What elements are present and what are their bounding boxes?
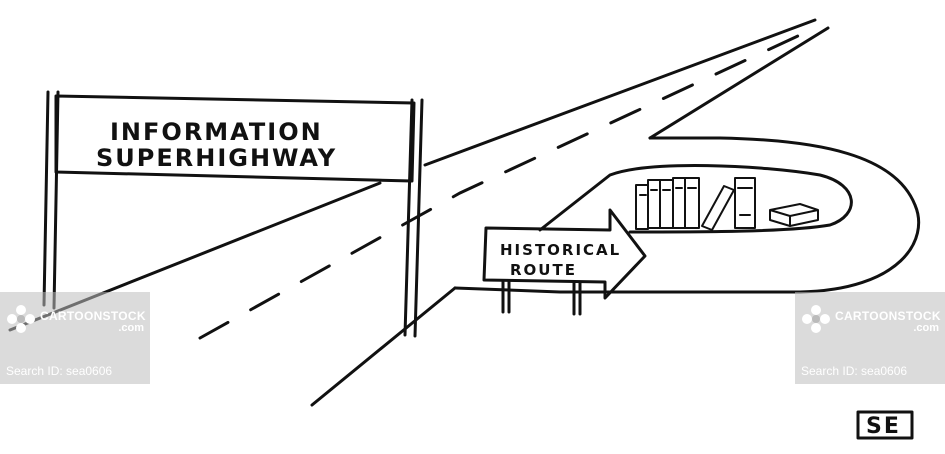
arrow-text-line2: ROUTE <box>510 261 577 279</box>
cartoonstock-flower-icon <box>7 305 35 333</box>
sign-text-line1: INFORMATION <box>110 118 323 146</box>
arrow-sign-post-right <box>572 281 582 316</box>
sign-board <box>54 94 416 183</box>
arrow-sign-post-left <box>501 280 511 314</box>
watermark-dotcom: .com <box>913 322 939 334</box>
highway-top-edge <box>423 18 817 167</box>
watermark-left: CARTOONSTOCK .com Search ID: sea0606 <box>0 292 150 384</box>
watermark-brand: CARTOONSTOCK <box>40 309 146 323</box>
watermark-search-id: Search ID: sea0606 <box>6 364 113 378</box>
highway-far-edge <box>648 26 830 140</box>
arrow-text-line1: HISTORICAL <box>500 241 621 259</box>
books-icon <box>635 177 819 231</box>
arrow-sign <box>482 208 647 300</box>
highway-right-edge <box>310 286 457 407</box>
watermark-brand: CARTOONSTOCK <box>835 309 941 323</box>
loop-road-inner <box>538 164 853 234</box>
sign-text-line2: SUPERHIGHWAY <box>96 144 337 172</box>
cartoonstock-flower-icon <box>802 305 830 333</box>
watermark-dotcom: .com <box>118 322 144 334</box>
loop-road-outer <box>453 136 921 294</box>
sign-post-right <box>403 98 424 338</box>
artist-signature: SE <box>866 414 901 439</box>
signature-box <box>856 410 914 440</box>
highway-center-line <box>198 33 802 340</box>
watermark-right: CARTOONSTOCK .com Search ID: sea0606 <box>795 292 945 384</box>
watermark-search-id: Search ID: sea0606 <box>801 364 908 378</box>
